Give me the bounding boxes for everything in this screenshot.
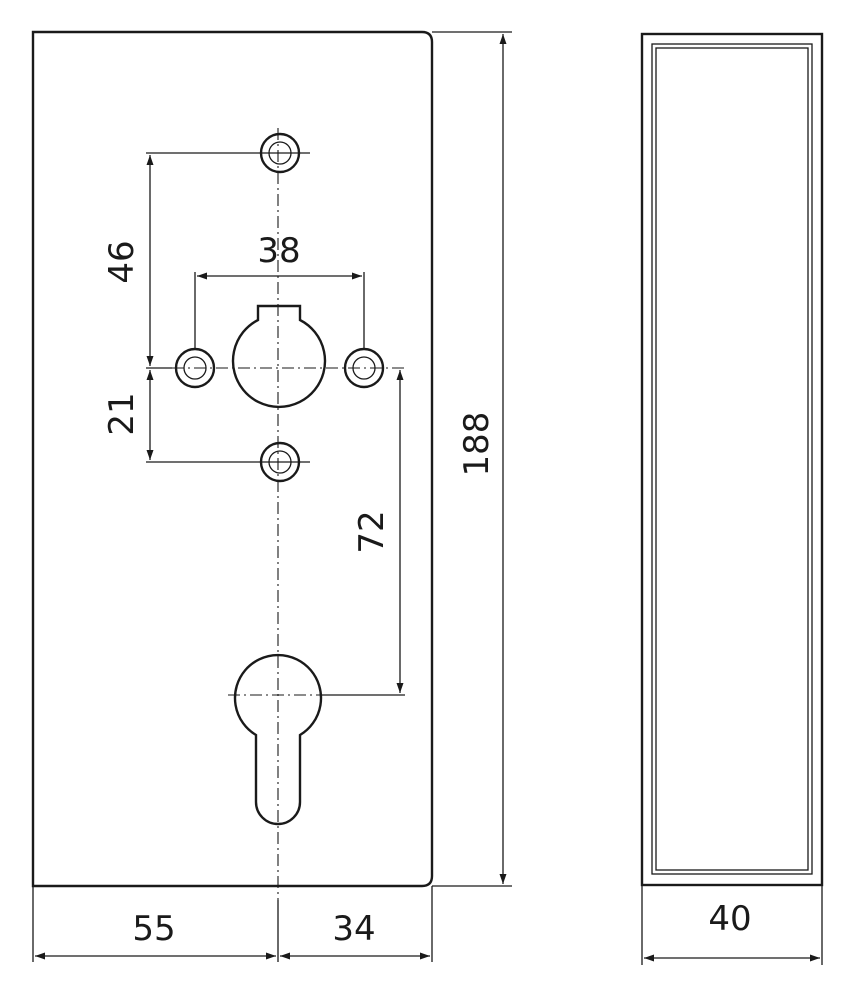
- dimension-40: 40: [641, 885, 823, 965]
- handle-hole: [231, 304, 327, 409]
- side-profile-outer: [640, 32, 824, 887]
- dimension-21: 21: [102, 370, 310, 463]
- side-profile-inner: [651, 43, 813, 875]
- dimension-38-label: 38: [257, 231, 300, 271]
- dimension-21-label: 21: [102, 392, 142, 435]
- dimension-46-label: 46: [102, 240, 142, 283]
- dimension-188: 188: [432, 31, 512, 887]
- side-view: 40: [640, 32, 824, 965]
- dimension-188-label: 188: [457, 412, 497, 477]
- dimension-55-34: 55 34: [32, 886, 433, 962]
- dimension-40-label: 40: [708, 899, 751, 939]
- dimension-55-label: 55: [132, 909, 175, 949]
- dimension-46: 46: [102, 152, 310, 369]
- dimension-72: 72: [320, 370, 405, 696]
- profile-cylinder-cutout: [233, 653, 323, 826]
- front-plate-outline: [31, 30, 434, 888]
- screw-hole-right: [343, 347, 385, 389]
- front-view: 46 38 21 72 188: [31, 30, 512, 962]
- dimension-72-label: 72: [352, 510, 392, 553]
- dimension-38: 38: [194, 231, 365, 348]
- dimension-34-label: 34: [332, 909, 375, 949]
- screw-hole-left: [174, 347, 216, 389]
- side-profile-inner-2: [655, 47, 809, 871]
